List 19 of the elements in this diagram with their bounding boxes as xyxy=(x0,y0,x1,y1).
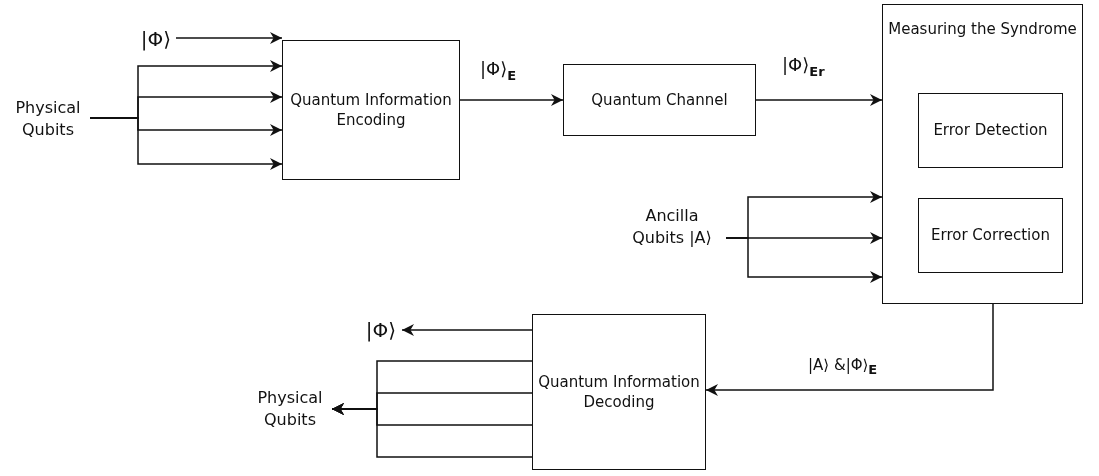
arrow xyxy=(725,237,883,283)
ket-label: |Φ⟩ xyxy=(360,314,402,346)
process-box: Measuring the Syndrome Error Detection Error Correction xyxy=(882,4,1083,304)
process-box: Quantum Channel xyxy=(563,64,756,136)
process-box: Error Correction xyxy=(918,198,1063,273)
process-box: Quantum Information Encoding xyxy=(282,40,460,180)
group-label: Ancilla Qubits |A⟩ xyxy=(618,204,726,250)
arrow xyxy=(755,94,883,106)
ket-label: |Φ⟩ xyxy=(136,24,176,54)
arrow xyxy=(459,94,564,106)
process-box: Quantum Information Decoding xyxy=(532,314,706,470)
arrow xyxy=(175,32,283,44)
arrow xyxy=(89,117,283,170)
process-box: Error Detection xyxy=(918,93,1063,168)
arrow xyxy=(331,403,533,458)
arrow xyxy=(401,324,533,336)
group-label: Physical Qubits xyxy=(6,96,90,142)
group-label: Physical Qubits xyxy=(248,386,332,432)
arrow xyxy=(705,303,994,396)
